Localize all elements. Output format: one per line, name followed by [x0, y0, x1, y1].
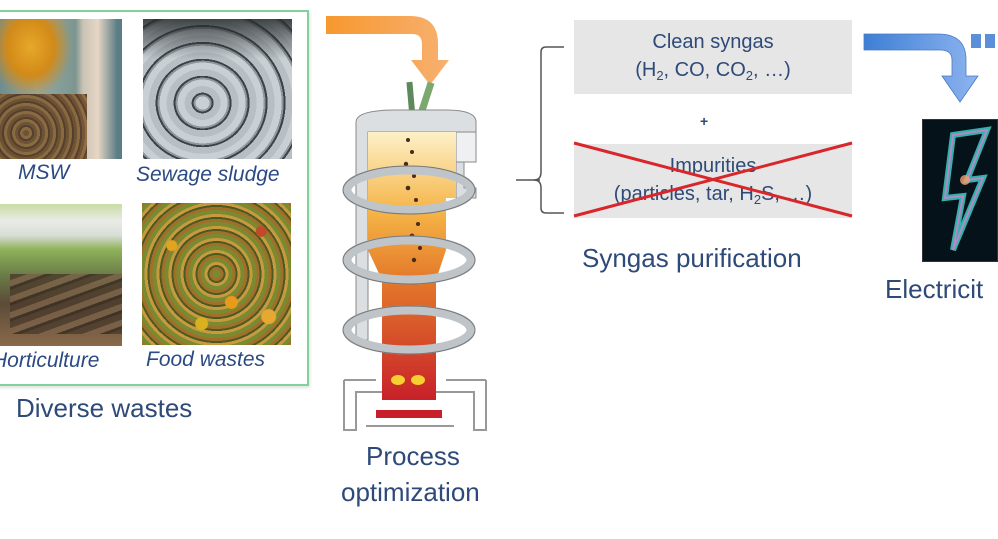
food-wastes-photo — [142, 203, 291, 345]
diverse-wastes-title: Diverse wastes — [16, 393, 193, 423]
formula-part: , CO, CO — [663, 59, 746, 81]
waste-panel — [0, 10, 309, 386]
clean-syngas-label: Clean syngas — [652, 31, 774, 53]
formula-part: (H — [635, 59, 657, 81]
syngas-purification-title: Syngas purification — [582, 243, 802, 273]
msw-caption: MSW — [18, 161, 70, 184]
gasifier-reactor-illustration — [342, 81, 487, 431]
formula-part: (particles, tar, H — [613, 183, 754, 205]
msw-photo — [0, 19, 122, 159]
formula-part: S, …) — [761, 183, 813, 205]
lightning-bolt-icon — [941, 126, 992, 252]
food-wastes-caption: Food wastes — [146, 348, 266, 371]
sewage-sludge-photo — [143, 19, 292, 159]
formula-part: , …) — [753, 59, 791, 81]
process-label-line2: optimization — [341, 477, 480, 507]
subscript: 2 — [656, 68, 664, 83]
sewage-sludge-caption: Sewage sludge — [136, 163, 280, 186]
clean-syngas-box: Clean syngas (H2, CO, CO2, …) — [574, 20, 852, 94]
electricity-label: Electricit — [885, 274, 984, 304]
process-label-line1: Process — [366, 441, 460, 471]
horticulture-photo — [0, 204, 122, 346]
horticulture-caption: Horticulture — [0, 349, 100, 372]
plus-sign: + — [700, 113, 709, 129]
electricity-photo — [922, 119, 998, 262]
impurities-label: Impurities — [669, 155, 757, 177]
clean-syngas-formula: (H2, CO, CO2, …) — [574, 56, 852, 84]
subscript: 2 — [753, 192, 762, 207]
subscript: 2 — [745, 68, 754, 83]
impurities-list: (particles, tar, H2S, …) — [574, 180, 852, 208]
